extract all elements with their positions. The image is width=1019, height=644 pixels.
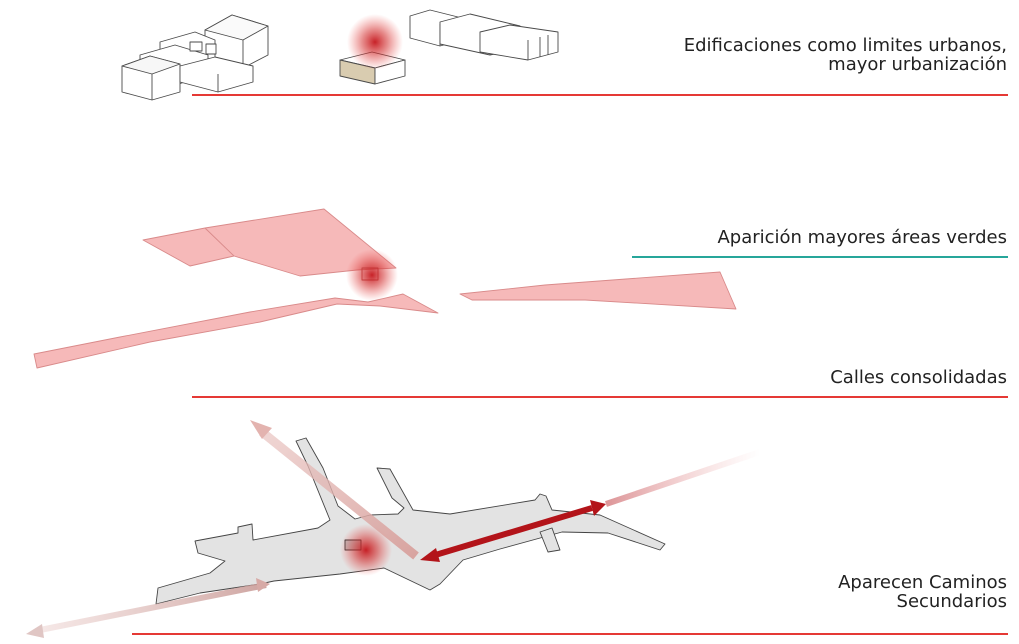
caption-line: Edificaciones como limites urbanos, [683, 35, 1007, 56]
rule-paths [132, 633, 1008, 635]
caption-streets: Calles consolidadas [830, 368, 1007, 387]
rule-streets [192, 396, 1008, 398]
buildings-layer [121, 9, 559, 101]
rule-green-areas [632, 256, 1008, 258]
caption-buildings: Edificaciones como limites urbanos, mayo… [684, 36, 1007, 74]
rule-buildings [192, 94, 1008, 96]
caption-line: Secundarios [896, 591, 1007, 612]
green-areas-layer [33, 208, 737, 369]
arrow-southwest [26, 578, 270, 638]
streets-layer [155, 437, 666, 605]
caption-line: Calles consolidadas [830, 367, 1007, 388]
green-area-right [459, 271, 737, 310]
caption-line: mayor urbanización [828, 54, 1007, 75]
arrow-east-double [420, 449, 761, 562]
arrow-northwest [250, 420, 419, 560]
green-area-strip [33, 293, 439, 369]
caption-green-areas: Aparición mayores áreas verdes [717, 228, 1007, 247]
street-network [155, 437, 666, 605]
focus-glow [346, 249, 398, 301]
street-branch [539, 527, 561, 553]
caption-paths: Aparecen Caminos Secundarios [838, 573, 1007, 611]
focus-glow [340, 524, 392, 576]
building-cluster-right [409, 9, 559, 61]
caption-line: Aparición mayores áreas verdes [717, 227, 1007, 248]
building-cluster-left [121, 14, 269, 101]
focus-glow [347, 14, 403, 70]
path-arrows [26, 420, 761, 638]
caption-line: Aparecen Caminos [838, 572, 1007, 593]
